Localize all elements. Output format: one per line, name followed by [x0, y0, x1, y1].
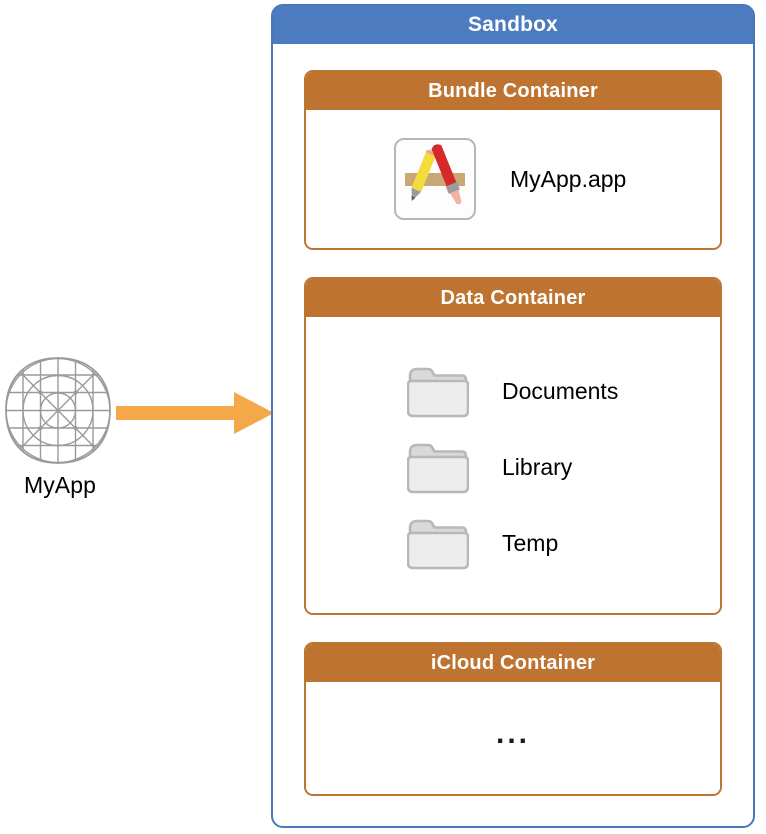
- folder-label: Documents: [502, 377, 619, 404]
- icloud-container-title: iCloud Container: [430, 651, 596, 674]
- arrow-right-icon: [116, 392, 274, 434]
- app-node-label: MyApp: [23, 472, 97, 498]
- ellipsis-placeholder: ...: [495, 717, 530, 750]
- icloud-container: iCloud Container ...: [304, 642, 722, 796]
- data-container: Data Container Documents: [304, 277, 722, 615]
- sandbox-panel: Sandbox Bundle Container: [271, 4, 755, 828]
- list-item[interactable]: Temp: [407, 505, 720, 581]
- sandbox-title: Sandbox: [467, 13, 559, 36]
- icloud-container-header: iCloud Container: [306, 644, 720, 682]
- app-grid-template-icon: [5, 357, 111, 464]
- bundle-app-label: MyApp.app: [510, 165, 627, 192]
- folder-icon: [407, 519, 469, 570]
- list-item[interactable]: Documents: [407, 353, 720, 429]
- icloud-container-body: ...: [306, 682, 720, 794]
- sandbox-header: Sandbox: [273, 6, 753, 44]
- bundle-container-header: Bundle Container: [306, 72, 720, 110]
- data-container-header: Data Container: [306, 279, 720, 317]
- bundle-container: Bundle Container: [304, 70, 722, 250]
- data-container-title: Data Container: [440, 286, 586, 309]
- folder-label: Temp: [502, 529, 559, 556]
- folder-icon: [407, 443, 469, 494]
- folder-icon: [407, 367, 469, 418]
- data-container-body: Documents Library: [306, 317, 720, 613]
- sandbox-body: Bundle Container: [273, 44, 753, 796]
- bundle-container-title: Bundle Container: [428, 79, 598, 102]
- folder-label: Library: [502, 453, 573, 480]
- xcode-app-bundle-icon[interactable]: [394, 138, 476, 220]
- app-node[interactable]: MyApp: [4, 356, 116, 499]
- bundle-container-body: MyApp.app: [306, 110, 720, 248]
- list-item[interactable]: Library: [407, 429, 720, 505]
